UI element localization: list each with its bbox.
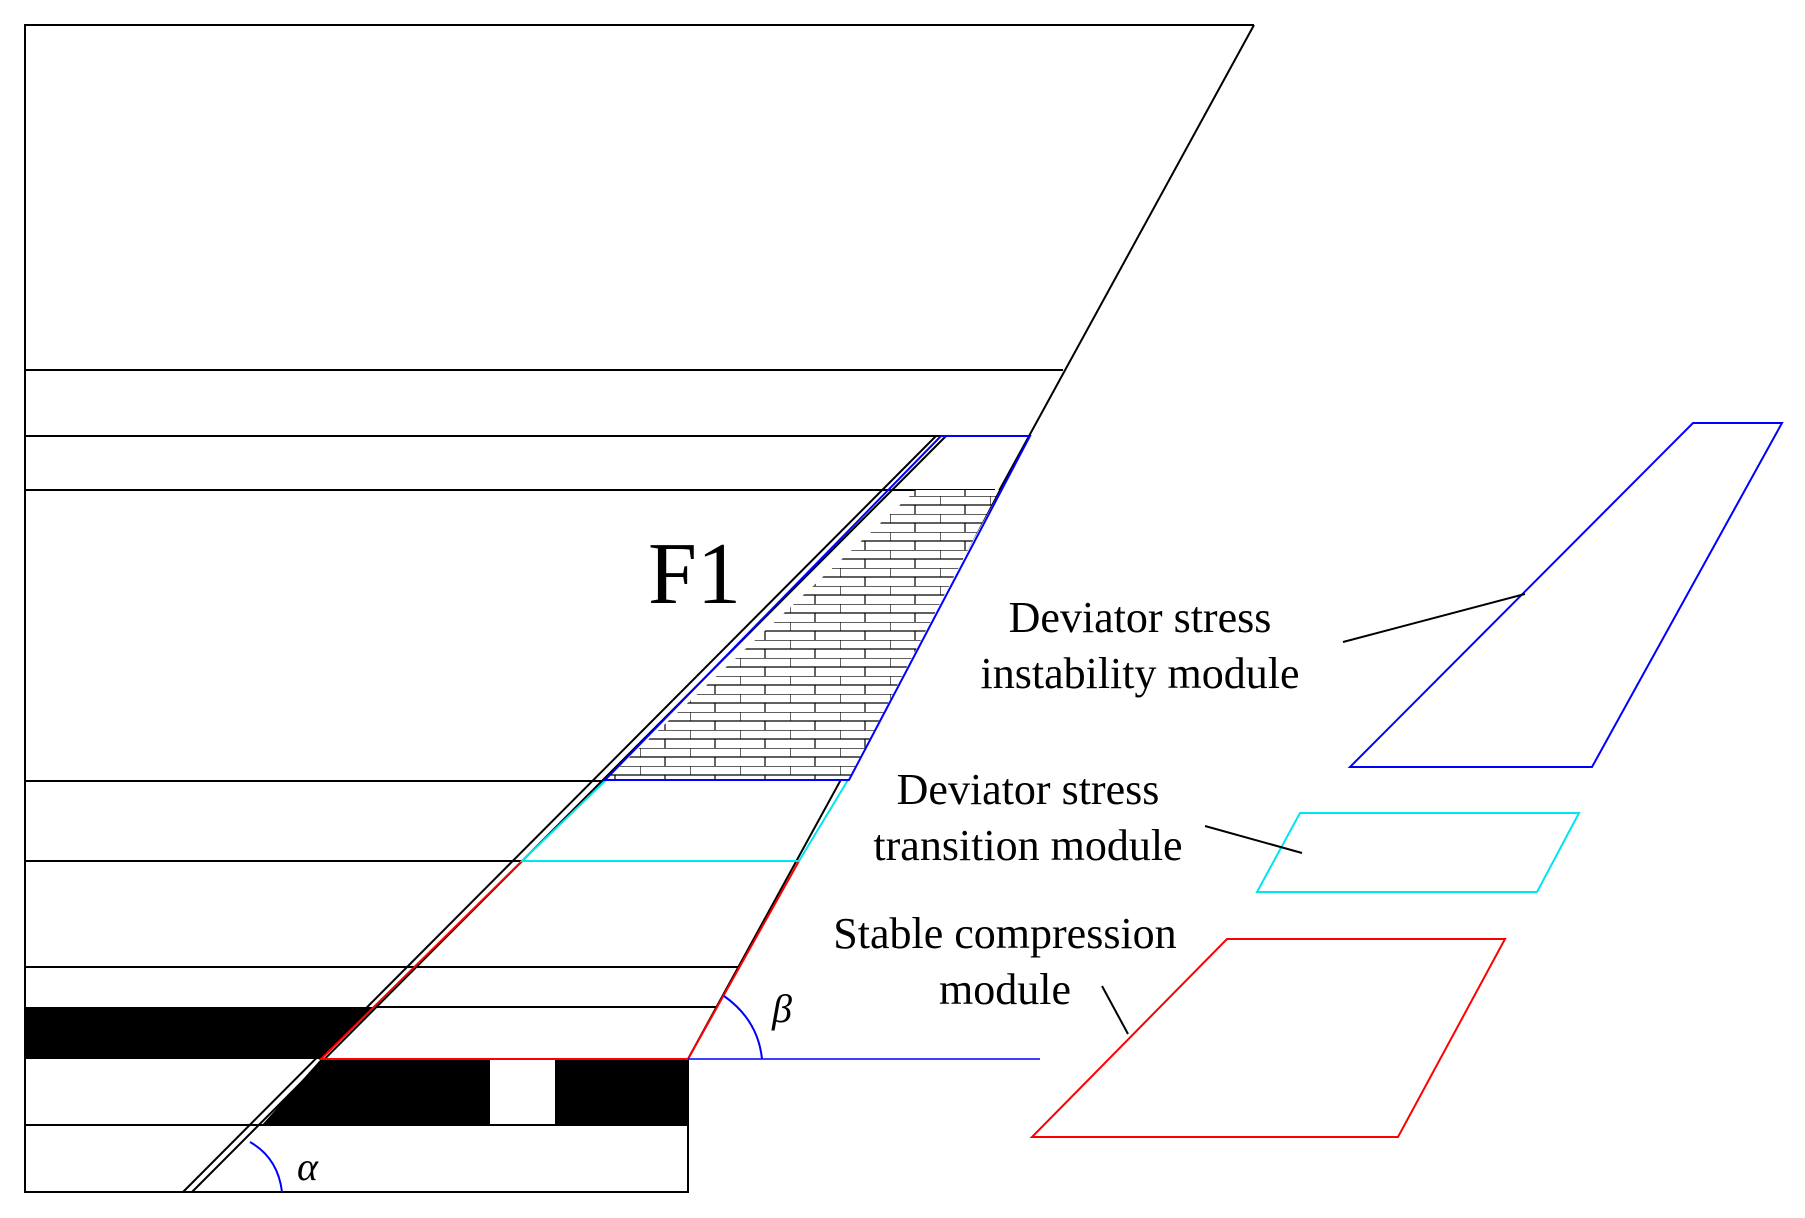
instability-label-line1: Deviator stress <box>1009 593 1272 642</box>
instability-label-line2: instability module <box>981 649 1300 698</box>
leader-line-instability <box>1342 593 1526 643</box>
alpha-angle-arc <box>249 1141 283 1193</box>
beta-label: β <box>771 986 792 1031</box>
legend-transition-shape <box>1255 812 1581 893</box>
beta-angle-arc <box>723 995 763 1060</box>
fault-line-f1 <box>182 435 937 1193</box>
transition-label-line1: Deviator stress <box>897 765 1160 814</box>
transition-zone <box>519 779 849 862</box>
stable-compression-zone <box>318 860 800 1060</box>
leader-line-transition <box>1204 825 1303 854</box>
left-block-outline <box>24 24 1254 1193</box>
stable-label-line1: Stable compression <box>833 909 1176 958</box>
coal-seam-lower-right <box>555 1059 688 1125</box>
leader-line-stable <box>1101 985 1129 1035</box>
instability-zone <box>602 435 1032 781</box>
limestone-zone <box>605 490 999 780</box>
fault-line-f1 <box>191 435 947 1193</box>
coal-seam-lower-left <box>262 1059 490 1125</box>
fault-label: F1 <box>648 526 741 623</box>
legend-stable-shape <box>1029 938 1507 1138</box>
transition-label-line2: transition module <box>873 821 1182 870</box>
alpha-label: α <box>297 1144 319 1189</box>
coal-seam-upper <box>25 1007 375 1059</box>
stable-label-line2: module <box>939 965 1071 1014</box>
legend-instability-shape <box>1347 422 1784 768</box>
